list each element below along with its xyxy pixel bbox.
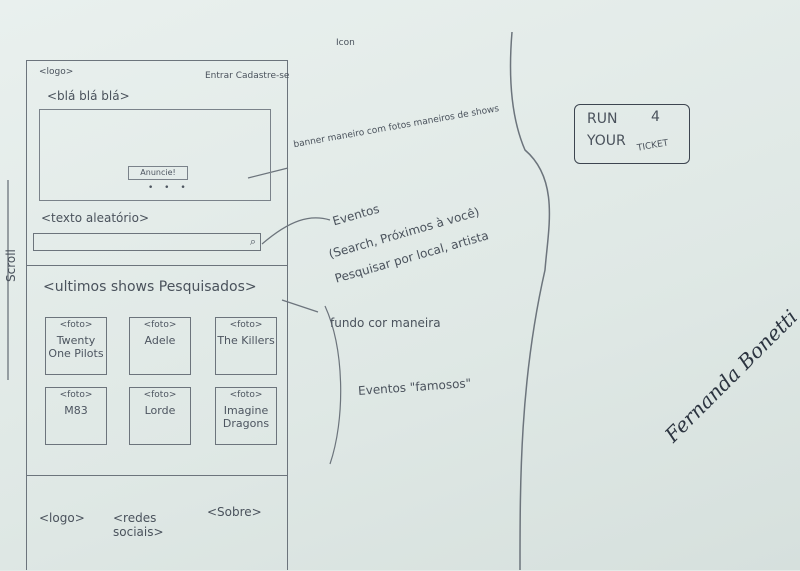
search-input[interactable]: ⌕ <box>33 233 261 251</box>
header-section: <logo> Entrar Cadastre-se <blá blá blá> … <box>27 61 290 266</box>
footer-logo: <logo> <box>39 511 85 525</box>
mobile-wireframe: <logo> Entrar Cadastre-se <blá blá blá> … <box>26 60 290 571</box>
recent-title: <ultimos shows Pesquisados> <box>43 279 257 295</box>
search-icon[interactable]: ⌕ <box>249 235 256 248</box>
side-note: Scroll <box>4 249 18 282</box>
note-background: fundo cor maneira <box>330 316 441 330</box>
footer-section: <logo> <redes sociais> <Sobre> <box>27 475 287 571</box>
ticket-logo: RUN 4 YOUR TICKET <box>574 104 690 164</box>
random-text: <texto aleatório> <box>41 211 150 225</box>
banner: Anuncie! • • • <box>39 109 271 201</box>
show-card[interactable]: <foto> M83 <box>45 387 107 445</box>
recent-shows-section: <ultimos shows Pesquisados> <foto> Twent… <box>27 265 287 476</box>
footer-about[interactable]: <Sobre> <box>207 505 262 519</box>
show-card[interactable]: <foto> The Killers <box>215 317 277 375</box>
show-card[interactable]: <foto> Twenty One Pilots <box>45 317 107 375</box>
top-label: Icon <box>336 38 355 48</box>
tagline: <blá blá blá> <box>47 89 130 103</box>
footer-social[interactable]: <redes sociais> <box>113 511 164 539</box>
header-logo: <logo> <box>39 67 74 77</box>
anuncie-button[interactable]: Anuncie! <box>128 166 188 180</box>
carousel-dots[interactable]: • • • <box>148 183 190 193</box>
show-card[interactable]: <foto> Lorde <box>129 387 191 445</box>
header-links[interactable]: Entrar Cadastre-se <box>205 71 290 81</box>
show-card[interactable]: <foto> Adele <box>129 317 191 375</box>
show-card[interactable]: <foto> Imagine Dragons <box>215 387 277 445</box>
